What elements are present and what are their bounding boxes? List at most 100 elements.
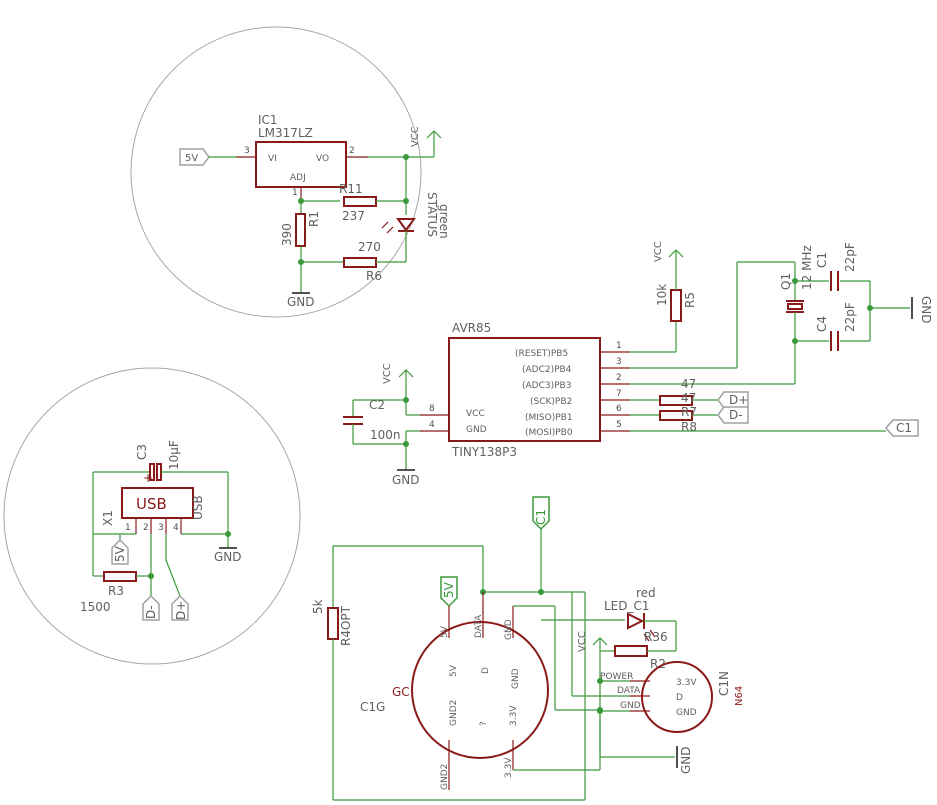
gnd-bottom-label: GND (679, 746, 693, 774)
port-5v-top (179, 148, 210, 166)
n64-connector-circle (641, 661, 713, 733)
port-c1-right-label: C1 (896, 421, 912, 435)
pin-number: 1 (125, 523, 131, 533)
pin-label: GND (466, 425, 487, 435)
plus-icon: + (143, 471, 153, 485)
gnd-xtal-label: GND (919, 296, 933, 324)
resistor-r1 (295, 213, 306, 247)
controller-section: C1 5k R4OPT 5V 5V DATA GND 5V D GND GND2 (311, 496, 745, 801)
port-dplus-usb-label: D+ (174, 601, 188, 620)
pin-label: GND (511, 668, 521, 689)
r-47a-value: 47 (681, 377, 696, 391)
r-47b-value: 47 (681, 391, 696, 405)
r11-value: 237 (342, 209, 365, 223)
usb-side-label: USB (191, 495, 205, 520)
avr-chip (448, 337, 601, 442)
resistor-r11 (343, 196, 377, 207)
group-circle-regulator (130, 26, 422, 318)
r8-label: R8 (681, 420, 697, 434)
resistor-r6 (343, 257, 377, 268)
led-c1-icon (627, 612, 645, 630)
c4-label: C4 (815, 316, 829, 332)
c1g-label: C1G (360, 700, 385, 714)
avr-value: TINY138P3 (451, 445, 517, 459)
pin-number: 3 (616, 357, 622, 367)
port-c1-bottom-label: C1 (534, 509, 548, 525)
usb-label: USB (136, 495, 167, 513)
c3-label: C3 (135, 444, 149, 460)
vcc-r5-label: VCC (653, 241, 664, 262)
avr-label: AVR85 (452, 321, 491, 335)
pin-label: GND2 (440, 764, 450, 790)
gc-connector-circle (411, 621, 549, 759)
regulator-section: 5V 3 IC1 LM317LZ VI VO ADJ 2 VCC 1 R11 2… (179, 113, 451, 309)
resistor-r3 (103, 571, 137, 582)
port-5v-bottom (440, 576, 458, 608)
vcc-arrow-icon (592, 637, 608, 646)
pin-label: D (481, 667, 491, 674)
c1-label: C1 (815, 252, 829, 268)
ic1-label: IC1 (258, 113, 278, 127)
pin-label: DATA (617, 686, 641, 696)
usb-connector (121, 487, 194, 519)
gc-label: GC (392, 685, 410, 699)
pin-number: 6 (616, 404, 622, 414)
port-dplus-usb (171, 594, 189, 621)
vcc-bottom-label: VCC (577, 631, 588, 652)
port-c1-bottom (532, 496, 550, 531)
c3-value: 10µF (167, 440, 181, 470)
pin-label: GND (620, 701, 641, 711)
port-dminus-right (717, 406, 749, 424)
gnd-top-label: GND (287, 295, 315, 309)
port-5v-bottom-label: 5V (442, 581, 456, 598)
pin-number: 2 (349, 146, 355, 156)
pin-label: GND (504, 619, 514, 640)
group-circle-usb (3, 367, 301, 665)
pin-label: 3.3V (676, 678, 697, 688)
pin-number: 1 (292, 188, 298, 198)
pin-number: 7 (616, 389, 622, 399)
pin-label: 3.3V (509, 705, 519, 726)
c4-value: 22pF (843, 302, 857, 332)
port-dplus-right-label: D+ (729, 393, 748, 407)
pin-label: DATA (474, 614, 484, 638)
resistor-r5 (670, 289, 682, 322)
pin-number: 2 (143, 523, 149, 533)
r6-label: R6 (366, 269, 382, 283)
capacitor-c3 (149, 463, 155, 481)
c1-value: 22pF (843, 242, 857, 272)
pin-number: 3 (244, 146, 250, 156)
r6-value: 270 (358, 240, 381, 254)
resistor-r2 (614, 645, 648, 657)
r1-label: R1 (307, 211, 321, 227)
r5-label: R5 (683, 292, 697, 308)
r3-label: R3 (108, 584, 124, 598)
pin-label: GND (676, 708, 697, 718)
port-dplus-right (717, 391, 749, 409)
pin-number: 8 (429, 404, 435, 414)
vcc-arrow-icon (668, 249, 684, 258)
c1n-label: C1N (717, 671, 731, 696)
port-dminus-usb (142, 594, 160, 621)
pin-number: 4 (173, 523, 179, 533)
q1-label: Q1 (779, 273, 793, 290)
vcc-arrow-icon (426, 130, 442, 139)
port-5v-usb (111, 538, 129, 565)
q1-value: 12 MHz (800, 245, 814, 290)
pin-label: VI (268, 154, 277, 164)
r4-label: R4OPT (339, 605, 353, 646)
pin-label: GND2 (449, 700, 459, 726)
pin-number: 5 (616, 420, 622, 430)
vcc-mid-label: VCC (382, 363, 393, 384)
port-5v-top-label: 5V (185, 153, 198, 164)
pin-label: VCC (466, 409, 485, 419)
pin-number: 1 (616, 341, 622, 351)
pin-label: (ADC3)PB3 (522, 381, 571, 391)
pin-label: POWER (600, 672, 633, 682)
pin-label: VO (316, 154, 329, 164)
r3-value: 1500 (80, 600, 111, 614)
status-label: STATUS (425, 192, 439, 237)
gnd-mid-label: GND (392, 473, 420, 487)
avr-section: AVR85 TINY138P3 (RESET)PB5 (ADC2)PB4 (AD… (343, 241, 933, 487)
